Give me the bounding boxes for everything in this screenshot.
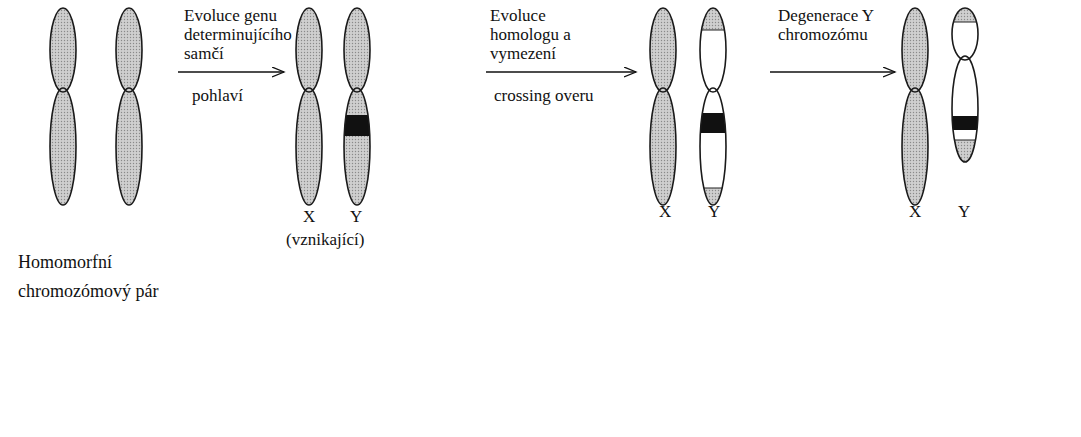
chromosome (114, 6, 144, 207)
arrow-note: Evoluce genu determinujícího samčí (184, 6, 296, 63)
chromosome (294, 6, 324, 207)
process-arrow (486, 71, 636, 72)
arrow-note: Degenerace Y chromozómu (778, 6, 890, 44)
chromosome-label: Y (958, 202, 970, 221)
chromosome (48, 6, 78, 207)
chromosome-label: X (303, 207, 315, 226)
arrow-note: crossing overu (494, 86, 594, 105)
chromosome (950, 6, 980, 164)
chromosome-pair: Homomorfní chromozómový pár (12, 4, 178, 349)
chromosome (698, 6, 728, 207)
chromosome-label: Y (708, 202, 720, 221)
chromosome-label: Y (350, 207, 362, 226)
chromosome (342, 6, 372, 207)
sex-determining-band (342, 115, 372, 136)
pair-caption: (vznikající) (286, 230, 364, 249)
arrow-note: pohlaví (192, 86, 243, 105)
chromosome-pair: XY (895, 4, 1005, 229)
arrow-note: Evoluce homologu a vymezení (490, 6, 590, 63)
chromosome-pair: X Y (vznikající) (284, 4, 486, 259)
sex-determining-band (950, 116, 980, 130)
process-arrow (770, 71, 895, 72)
pair-caption: Homomorfní chromozómový pár (18, 248, 168, 306)
chromosome-pair: XY (636, 4, 770, 229)
chromosome-label: X (909, 202, 921, 221)
chromosome (900, 6, 930, 207)
process-arrow (178, 71, 284, 72)
chromosome (648, 6, 678, 207)
chromosome-label: X (659, 202, 671, 221)
